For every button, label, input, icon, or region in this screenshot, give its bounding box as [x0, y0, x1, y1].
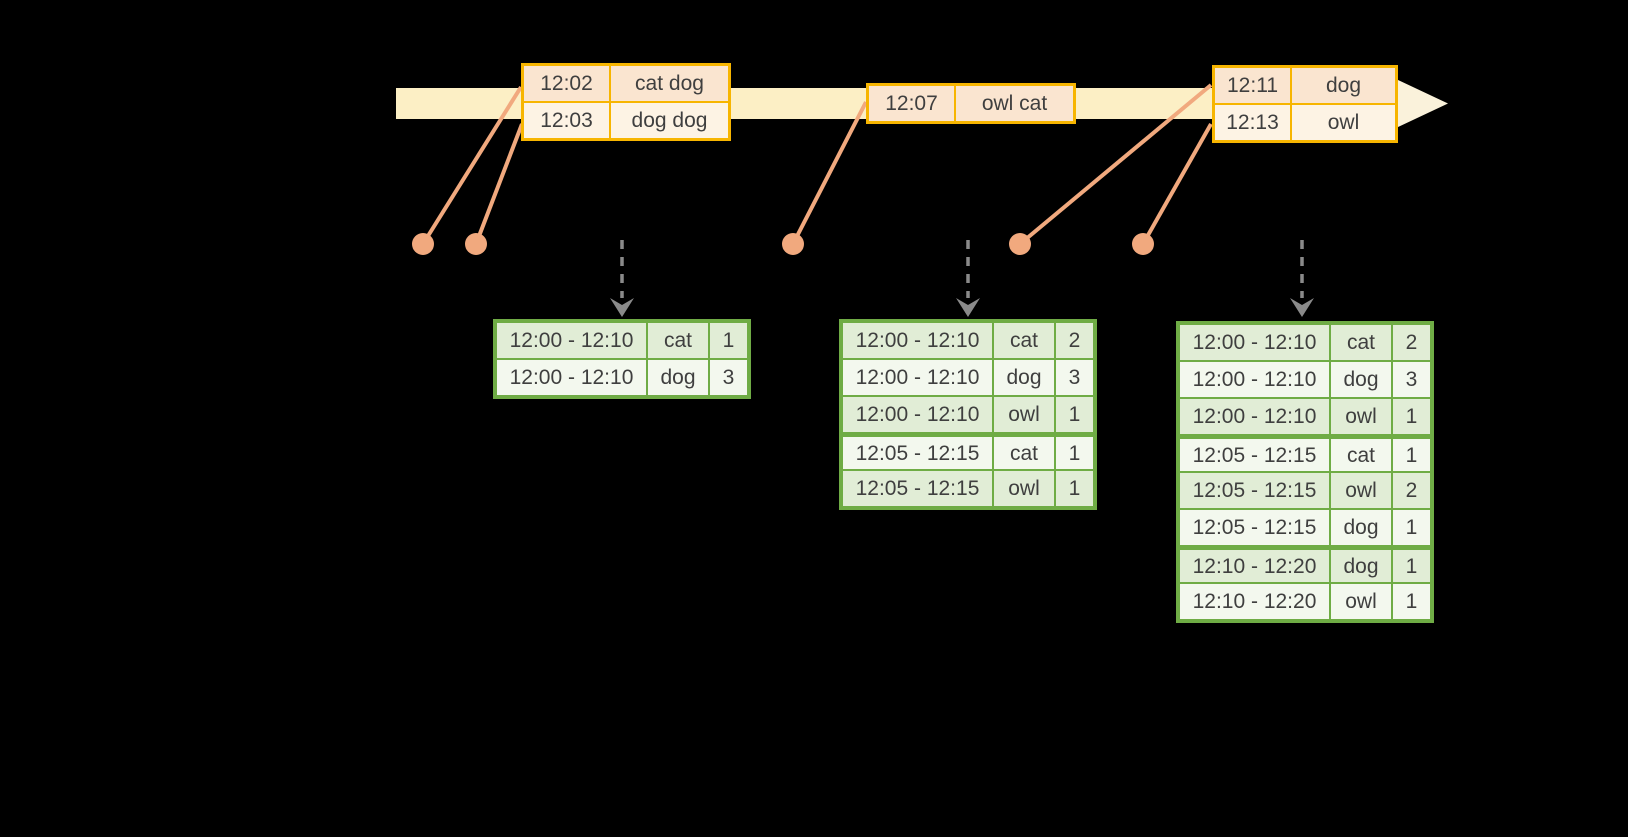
count-cell: 3	[1056, 360, 1093, 395]
count-cell: 1	[1056, 397, 1093, 432]
event-table: 12:07 owl cat	[866, 83, 1076, 124]
window-cell: 12:05 - 12:15	[843, 471, 992, 506]
time-cell: 12:02	[524, 66, 609, 101]
window-cell: 12:00 - 12:10	[843, 397, 992, 432]
window-cell: 12:00 - 12:10	[843, 323, 992, 358]
word-cell: owl	[1331, 399, 1391, 434]
window-cell: 12:05 - 12:15	[843, 434, 992, 469]
word-cell: cat	[1331, 436, 1391, 471]
event-table: 12:02 cat dog 12:03 dog dog	[521, 63, 731, 141]
count-cell: 1	[1393, 547, 1430, 582]
window-cell: 12:00 - 12:10	[497, 360, 646, 395]
words-cell: cat dog	[611, 66, 728, 101]
window-cell: 12:00 - 12:10	[497, 323, 646, 358]
event-point-dot	[1009, 233, 1031, 255]
time-cell: 12:03	[524, 103, 609, 138]
event-connector-line	[791, 101, 868, 245]
count-cell: 2	[1056, 323, 1093, 358]
words-cell: owl cat	[956, 86, 1073, 121]
word-cell: cat	[994, 323, 1054, 358]
words-cell: dog	[1292, 68, 1395, 103]
count-cell: 2	[1393, 325, 1430, 360]
word-cell: owl	[994, 471, 1054, 506]
word-cell: dog	[648, 360, 708, 395]
word-cell: owl	[994, 397, 1054, 432]
count-cell: 1	[710, 323, 747, 358]
count-cell: 1	[1056, 471, 1093, 506]
window-cell: 12:10 - 12:20	[1180, 547, 1329, 582]
window-cell: 12:00 - 12:10	[1180, 362, 1329, 397]
count-cell: 3	[1393, 362, 1430, 397]
event-connector-line	[1141, 123, 1213, 245]
window-cell: 12:05 - 12:15	[1180, 436, 1329, 471]
event-point-dot	[412, 233, 434, 255]
event-connector-line	[474, 123, 524, 245]
word-cell: owl	[1331, 584, 1391, 619]
window-cell: 12:00 - 12:10	[1180, 325, 1329, 360]
word-cell: cat	[648, 323, 708, 358]
time-cell: 12:07	[869, 86, 954, 121]
event-point-dot	[465, 233, 487, 255]
count-cell: 2	[1393, 473, 1430, 508]
count-cell: 1	[1056, 434, 1093, 469]
event-connector-line	[1018, 83, 1213, 246]
count-cell: 1	[1393, 584, 1430, 619]
result-table: 12:00 - 12:10 cat 2 12:00 - 12:10 dog 3 …	[839, 319, 1097, 510]
window-cell: 12:05 - 12:15	[1180, 510, 1329, 545]
word-cell: dog	[1331, 362, 1391, 397]
time-cell: 12:11	[1215, 68, 1290, 103]
window-cell: 12:10 - 12:20	[1180, 584, 1329, 619]
result-table: 12:00 - 12:10 cat 1 12:00 - 12:10 dog 3	[493, 319, 751, 399]
count-cell: 1	[1393, 510, 1430, 545]
word-cell: cat	[1331, 325, 1391, 360]
trigger-arrowhead-icon	[956, 298, 980, 317]
words-cell: owl	[1292, 105, 1395, 140]
word-cell: dog	[994, 360, 1054, 395]
word-cell: dog	[1331, 510, 1391, 545]
event-table: 12:11 dog 12:13 owl	[1212, 65, 1398, 143]
result-table: 12:00 - 12:10 cat 2 12:00 - 12:10 dog 3 …	[1176, 321, 1434, 623]
count-cell: 1	[1393, 399, 1430, 434]
trigger-arrowhead-icon	[1290, 298, 1314, 317]
window-cell: 12:05 - 12:15	[1180, 473, 1329, 508]
time-cell: 12:13	[1215, 105, 1290, 140]
window-cell: 12:00 - 12:10	[1180, 399, 1329, 434]
count-cell: 3	[710, 360, 747, 395]
timeline-arrowhead-icon	[1396, 79, 1448, 128]
trigger-arrowhead-icon	[610, 298, 634, 317]
words-cell: dog dog	[611, 103, 728, 138]
word-cell: cat	[994, 434, 1054, 469]
window-cell: 12:00 - 12:10	[843, 360, 992, 395]
event-point-dot	[1132, 233, 1154, 255]
count-cell: 1	[1393, 436, 1430, 471]
event-point-dot	[782, 233, 804, 255]
word-cell: dog	[1331, 547, 1391, 582]
word-cell: owl	[1331, 473, 1391, 508]
event-connector-line	[421, 85, 523, 246]
